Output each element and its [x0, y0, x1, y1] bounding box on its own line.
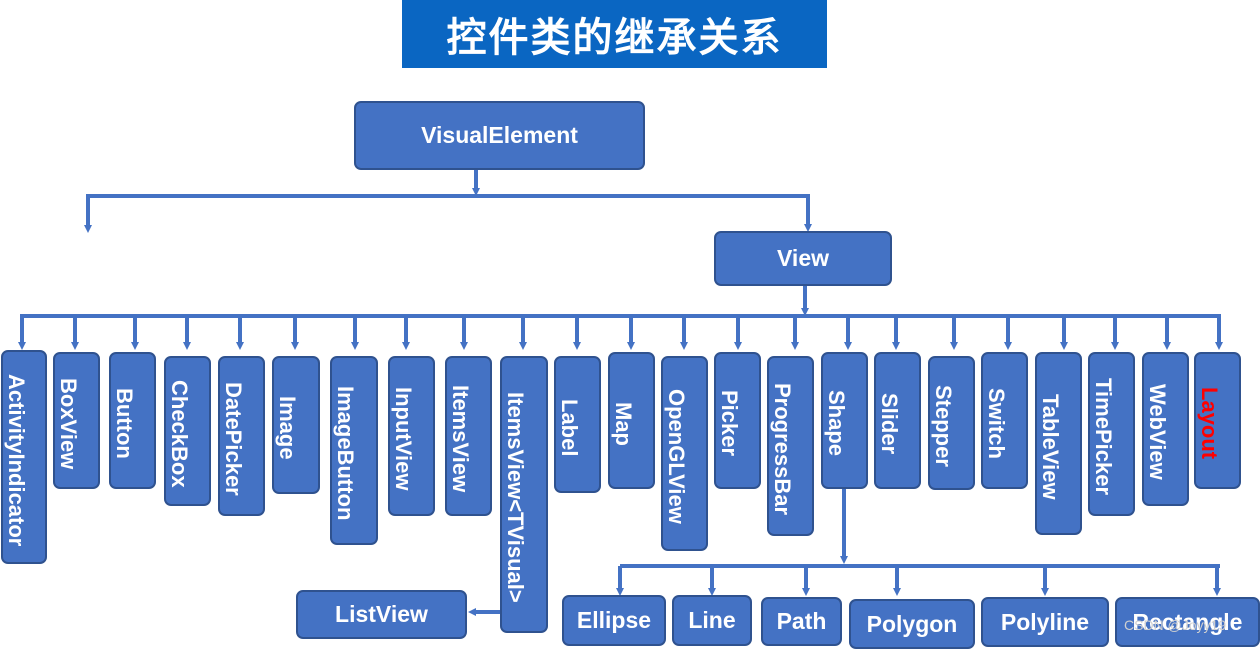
node-ellipse: Ellipse: [562, 595, 666, 646]
node-label: Map: [611, 401, 636, 446]
node-label: BoxView: [56, 377, 81, 470]
node-label: Stepper: [931, 385, 956, 467]
node-label: Picker: [717, 390, 742, 457]
node-stepper: Stepper: [928, 356, 975, 490]
node-polygon: Polygon: [849, 599, 975, 649]
node-shape: Shape: [821, 352, 868, 489]
node-label: InputView: [391, 387, 416, 491]
node-rectangle: Rectangle: [1115, 597, 1260, 647]
node-imagebutton: ImageButton: [330, 356, 378, 545]
node-label: Label: [557, 398, 582, 457]
node-label: Ellipse: [576, 607, 652, 633]
node-checkbox: CheckBox: [164, 356, 211, 506]
node-map: Map: [608, 352, 655, 489]
node-label: Layout: [1197, 387, 1222, 460]
node-view-label: View: [777, 245, 829, 271]
node-label: Label: [554, 356, 601, 493]
node-inputview: InputView: [388, 356, 435, 516]
node-listview-label: ListView: [335, 601, 428, 627]
node-label: ItemsView<TVisual>: [503, 392, 528, 603]
node-openglview: OpenGLView: [661, 356, 708, 551]
node-listview: ListView: [296, 590, 467, 639]
node-polyline: Polyline: [981, 597, 1109, 647]
node-label: Button: [112, 388, 137, 459]
node-timepicker: TimePicker: [1088, 352, 1135, 516]
node-datepicker: DatePicker: [218, 356, 265, 516]
node-label: Image: [275, 396, 300, 460]
node-label: Switch: [984, 388, 1009, 459]
node-button: Button: [109, 352, 156, 489]
diagram-title: 控件类的继承关系: [402, 0, 827, 68]
node-activityindicator: ActivityIndicator: [1, 350, 47, 564]
node-progressbar: ProgressBar: [767, 356, 814, 536]
node-label: Line: [688, 607, 736, 633]
node-switch: Switch: [981, 352, 1028, 489]
node-slider: Slider: [874, 352, 921, 489]
node-label: Path: [776, 608, 827, 634]
node-webview: WebView: [1142, 352, 1189, 506]
node-label: Polygon: [866, 610, 958, 637]
node-label: OpenGLView: [664, 389, 689, 524]
node-label: WebView: [1145, 384, 1170, 480]
node-label: CheckBox: [167, 380, 192, 488]
node-label: Slider: [877, 392, 902, 455]
watermark: CSDN @Joyy19: [1124, 617, 1227, 633]
node-itemsview: ItemsView: [445, 356, 492, 516]
node-line: Line: [672, 595, 752, 646]
node-visual-element-label: VisualElement: [421, 122, 578, 148]
node-label: ProgressBar: [770, 382, 795, 516]
node-label: ImageButton: [333, 386, 358, 521]
node-picker: Picker: [714, 352, 761, 489]
node-image: Image: [272, 356, 320, 494]
node-visual-element: VisualElement: [354, 101, 645, 170]
node-itemsview-tvisual: ItemsView<TVisual>: [500, 356, 548, 633]
node-label: Rectangle: [1132, 608, 1243, 635]
node-label: ItemsView: [448, 385, 473, 493]
node-label: Shape: [824, 390, 849, 457]
node-label: ActivityIndicator: [4, 373, 29, 547]
node-tableview: TableView: [1035, 352, 1082, 535]
node-view: View: [714, 231, 892, 286]
node-path: Path: [761, 597, 842, 646]
node-label: Polyline: [1000, 608, 1090, 635]
node-boxview: BoxView: [53, 352, 100, 489]
node-label: DatePicker: [221, 382, 246, 496]
node-label: TableView: [1038, 393, 1063, 500]
node-layout: Layout: [1194, 352, 1241, 489]
node-label: TimePicker: [1091, 378, 1116, 496]
